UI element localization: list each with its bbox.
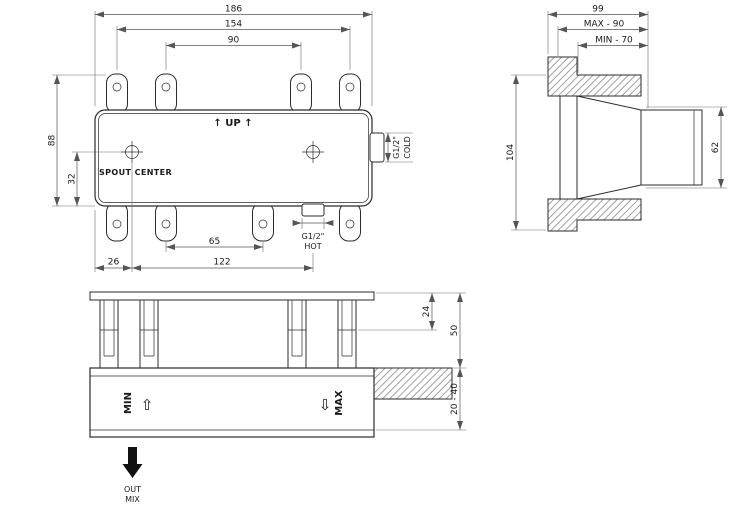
dim-spout-height: 32 (68, 173, 78, 184)
wall-section-side (373, 367, 453, 400)
mounting-tab (155, 73, 177, 114)
dim-hot-offset: 122 (213, 258, 230, 268)
dim-overall-width: 186 (225, 5, 242, 15)
valve-flange-cone (576, 95, 642, 200)
mounting-tab (339, 202, 361, 242)
mounting-plate-edge (89, 291, 375, 301)
wall-section-bottom (547, 198, 642, 232)
dim-overall-height: 88 (48, 135, 58, 147)
hot-label: HOT (304, 242, 321, 251)
mounting-clip (337, 299, 357, 369)
clip-detail (338, 300, 356, 357)
mounting-hole (296, 82, 306, 92)
dim-inner-holes: 90 (228, 36, 240, 46)
mounting-clip (139, 299, 159, 369)
hot-inlet-port (301, 203, 325, 217)
valve-body-inner-line (98, 113, 369, 203)
mounting-tab (290, 73, 312, 114)
hot-thread-label: G1/2" (302, 232, 325, 241)
mounting-clip (287, 299, 307, 369)
dim-max-depth: MAX - 90 (584, 20, 625, 30)
clip-outline (287, 299, 307, 369)
outlet-label-line1: OUT (124, 485, 141, 494)
mounting-hole (112, 219, 122, 229)
crosshair-lines (121, 141, 143, 163)
min-label: MIN (123, 392, 134, 414)
dim-bottom-holes: 65 (209, 237, 220, 247)
mounting-clips (99, 299, 357, 369)
dim-body-depth: 50 (450, 325, 460, 337)
dim-spout-offset: 26 (108, 258, 120, 268)
mounting-tab (155, 202, 177, 242)
wall-section-top (547, 56, 642, 97)
clip-detail (140, 300, 158, 357)
up-label: ↑ UP ↑ (213, 118, 252, 129)
mounting-hole (345, 82, 355, 92)
mounting-tab (252, 202, 274, 242)
crosshair-lines (302, 141, 324, 163)
dim-depth: 99 (592, 5, 604, 15)
clip-outline (139, 299, 159, 369)
mounting-clip (99, 299, 119, 369)
dim-outer-holes: 154 (225, 20, 242, 30)
recessed-box (559, 95, 578, 200)
spout-center-label: SPOUT CENTER (99, 168, 172, 177)
max-label: MAX (334, 390, 345, 416)
outlet-label-line2: MIX (125, 495, 140, 504)
dim-min-depth: MIN - 70 (595, 36, 633, 46)
clip-detail (100, 300, 118, 357)
body-inner-lines (90, 375, 374, 431)
extension-lines-left (52, 74, 122, 207)
outlet-flow-arrow-icon (122, 447, 143, 478)
cold-inlet-port (369, 132, 385, 163)
side-section-view: 99 MAX - 90 MIN - 70 104 62 (506, 5, 727, 232)
mounting-hole (161, 219, 171, 229)
spout-center-crosshair (121, 141, 143, 163)
extension-lines-side (511, 11, 727, 231)
max-direction-arrow-icon: ⇩ (319, 396, 332, 414)
valve-cylinder (640, 109, 703, 186)
mounting-hole (112, 82, 122, 92)
top-mounting-tabs (106, 73, 361, 114)
bottom-view: MIN ⇧ ⇩ MAX 24 50 20 - 40 OUT MIX (89, 291, 466, 504)
cold-thread-label: G1/2" (392, 136, 401, 159)
dim-body-height: 62 (711, 142, 721, 153)
min-direction-arrow-icon: ⇧ (141, 396, 154, 414)
extension-lines-top (94, 11, 373, 106)
valve-body-bottom (89, 367, 375, 438)
mounting-tab (106, 73, 128, 114)
front-view: ↑ UP ↑ SPOUT CENTER 186 154 90 88 32 26 … (48, 5, 413, 272)
clip-outline (337, 299, 357, 369)
clip-outline (99, 299, 119, 369)
dim-opening-height: 104 (506, 144, 516, 161)
clip-detail (288, 300, 306, 357)
extension-lines-bottom-view (358, 292, 466, 431)
mixer-center-crosshair (302, 141, 324, 163)
mounting-hole (161, 82, 171, 92)
mounting-tab (339, 73, 361, 114)
mounting-tab (106, 202, 128, 242)
cold-label: COLD (403, 136, 412, 159)
mounting-hole (258, 219, 268, 229)
mounting-hole (345, 219, 355, 229)
dim-plaster-range: 20 - 40 (450, 383, 460, 415)
dim-clip-depth: 24 (422, 306, 432, 318)
